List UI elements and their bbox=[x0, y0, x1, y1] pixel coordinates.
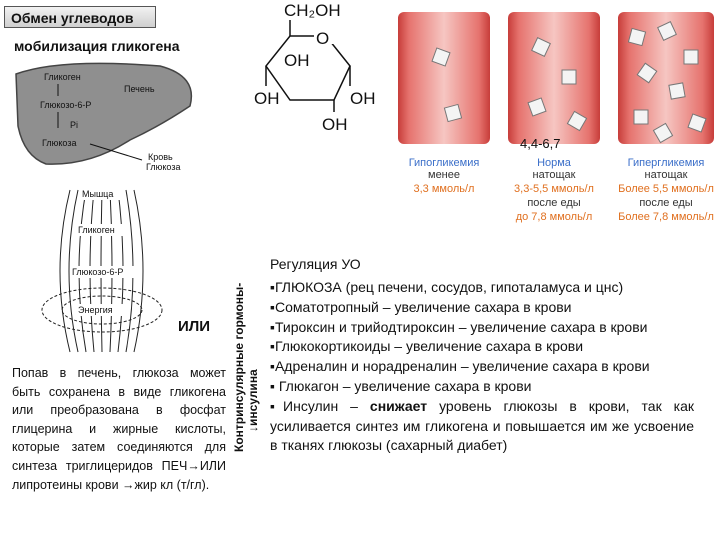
glucose-cubes bbox=[431, 21, 707, 144]
o-bg bbox=[314, 30, 334, 44]
vessel-captions: Гипогликемия менее 3,3 ммоль/л Норма нат… bbox=[409, 157, 714, 223]
ch2oh-label: CH₂OH bbox=[284, 1, 341, 20]
panel-name: Норма bbox=[537, 157, 572, 169]
reference-range: 4,4-6,7 bbox=[520, 136, 561, 151]
label-bg bbox=[80, 188, 124, 200]
regulation-title: Регуляция УО bbox=[270, 256, 361, 272]
energy-label: Энергия bbox=[78, 305, 113, 315]
blood-glucose-label: Глюкоза bbox=[146, 162, 180, 172]
ring-oxygen: O bbox=[316, 29, 329, 48]
liver-g6p-label: Глюкозо-6-Р bbox=[40, 100, 91, 110]
oh-label: OH bbox=[322, 115, 348, 134]
arrow-line bbox=[89, 143, 143, 161]
left-paragraph: Попав в печень, глюкоза может быть сохра… bbox=[12, 366, 226, 492]
label-bg bbox=[76, 304, 126, 316]
liver-glucose-label: Глюкоза bbox=[42, 138, 76, 148]
section-subtitle: мобилизация гликогена bbox=[14, 38, 180, 54]
muscle-glycogen-label: Гликоген bbox=[78, 225, 115, 235]
panel-name: Гипергликемия bbox=[628, 157, 705, 169]
insulin-suffix: уровень глюкозы в крови, так как усилива… bbox=[270, 397, 694, 454]
panel-line: 3,3-5,5 ммоль/л bbox=[514, 183, 594, 195]
vertical-label-line2: ↓инсулина bbox=[246, 369, 260, 432]
panel-line: натощак bbox=[533, 169, 576, 181]
oh-label: OH bbox=[254, 89, 280, 108]
energy-ring bbox=[61, 295, 143, 325]
regulation-item: ▪ Глюкагон – увеличение сахара в крови bbox=[270, 377, 532, 394]
section-title: Обмен углеводов bbox=[4, 6, 156, 28]
panel-line: Более 5,5 ммоль/л bbox=[618, 183, 714, 195]
vessel-norm bbox=[508, 12, 600, 144]
regulation-list: ▪ГЛЮКОЗА (рец печени, сосудов, гипоталам… bbox=[270, 278, 694, 456]
panel-line: после еды bbox=[639, 197, 692, 209]
panel-line: менее bbox=[428, 169, 460, 181]
vertical-label-line1: Контринсулярные гормоны- bbox=[232, 282, 246, 452]
liver-glycogen-label: Гликоген bbox=[44, 72, 81, 82]
regulation-item: ▪Тироксин и трийодтироксин – увеличение … bbox=[270, 318, 648, 335]
oh-label: OH bbox=[284, 51, 310, 70]
glucose-structure: CH₂OH O OH OH OH OH bbox=[254, 1, 376, 134]
panel-line: натощак bbox=[645, 169, 688, 181]
liver-shape bbox=[15, 62, 193, 165]
regulation-item: ▪ГЛЮКОЗА (рец печени, сосудов, гипоталам… bbox=[270, 279, 624, 295]
regulation-item-insulin: ▪Инсулин – снижает уровень глюкозы в кро… bbox=[270, 397, 694, 456]
panel-line: 3,3 ммоль/л bbox=[414, 183, 475, 195]
panel-name: Гипогликемия bbox=[409, 157, 480, 169]
or-label: ИЛИ bbox=[178, 318, 211, 335]
muscle-label: Мышца bbox=[82, 189, 113, 199]
blood-label: Кровь bbox=[148, 152, 173, 162]
energy-ring bbox=[41, 287, 163, 333]
muscle-g6p-label: Глюкозо-6-Р bbox=[72, 267, 123, 277]
muscle-diagram: Мышца Гликоген Глюкозо-6-Р Энергия bbox=[41, 188, 163, 353]
oh-label: OH bbox=[350, 89, 376, 108]
insulin-emphasis: снижает bbox=[369, 397, 428, 414]
insulin-prefix: ▪Инсулин – bbox=[270, 397, 370, 414]
regulation-item: ▪Соматотропный – увеличение сахара в кро… bbox=[270, 298, 572, 315]
regulation-item: ▪Адреналин и норадреналин – увеличение с… bbox=[270, 358, 650, 375]
panel-line: до 7,8 ммоль/л bbox=[516, 211, 593, 223]
liver-label: Печень bbox=[124, 84, 155, 94]
panel-line: после еды bbox=[527, 197, 580, 209]
vertical-label: Контринсулярные гормоны- ↓инсулина bbox=[232, 232, 260, 452]
liver-diagram: Гликоген Печень Глюкозо-6-Р Pi Глюкоза К… bbox=[15, 62, 193, 172]
vessels-illustration bbox=[398, 12, 714, 144]
vessel-hypo bbox=[398, 12, 490, 144]
label-bg bbox=[74, 224, 128, 236]
label-bg bbox=[70, 266, 136, 278]
regulation-item: ▪Глюкокортикоиды – увеличение сахара в к… bbox=[270, 338, 584, 355]
pi-label: Pi bbox=[70, 120, 78, 130]
panel-line: Более 7,8 ммоль/л bbox=[618, 211, 714, 223]
